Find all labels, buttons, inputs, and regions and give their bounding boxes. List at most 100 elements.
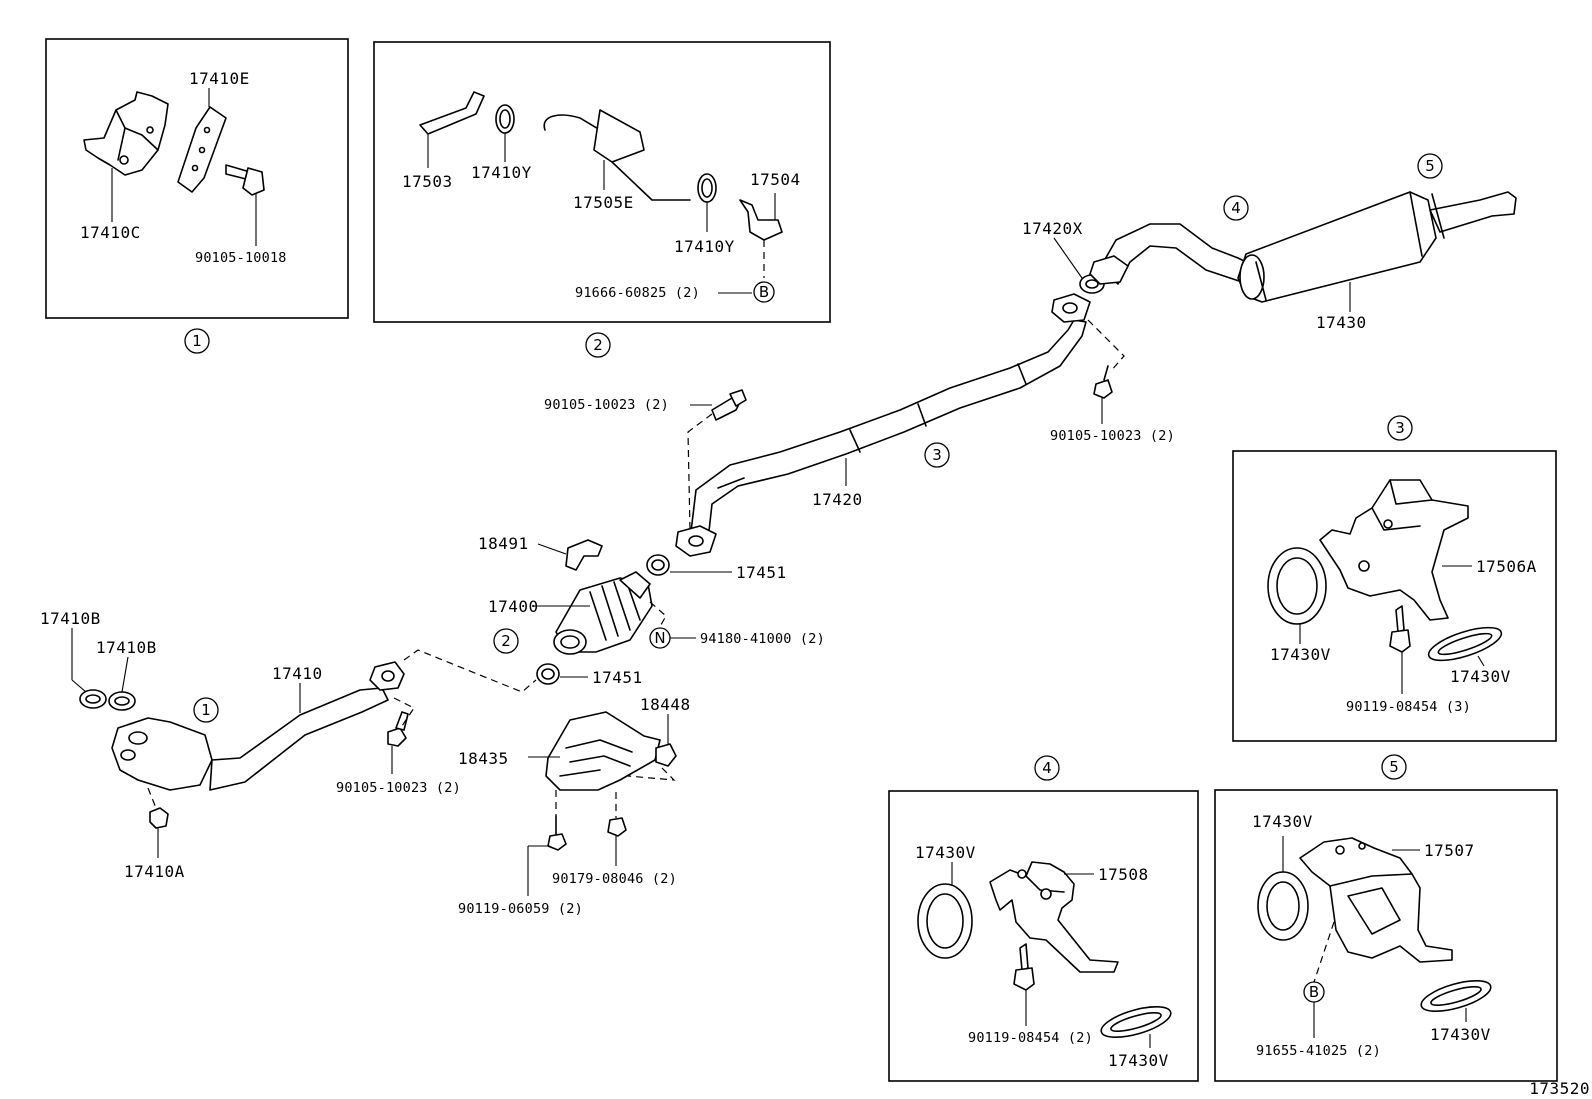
label-17430V-4b: 17430V (1108, 1051, 1169, 1070)
front-pipe-17410 (111, 661, 405, 791)
ring-17430V-3b (1427, 626, 1503, 662)
bracket-17410C (83, 91, 169, 176)
svg-text:2: 2 (593, 336, 603, 354)
gasket-17420X (1079, 274, 1105, 294)
ring-17430V-5b (1420, 979, 1492, 1013)
svg-text:1: 1 (201, 701, 211, 719)
svg-text:2: 2 (501, 632, 511, 650)
gasket-17410E (177, 106, 227, 193)
bracket-17507 (1299, 837, 1453, 963)
inset-box-3 (1232, 450, 1557, 742)
bolt-90105-10023-left (387, 711, 409, 747)
label-17506A: 17506A (1476, 557, 1537, 576)
label-17400: 17400 (488, 597, 539, 616)
bracket-17503 (419, 91, 485, 135)
label-17508: 17508 (1098, 865, 1149, 884)
label-17410A: 17410A (124, 862, 185, 881)
location-marker-1: 1 (193, 697, 219, 723)
svg-text:1: 1 (192, 332, 202, 350)
inset-marker-5: 5 (1381, 754, 1407, 780)
svg-text:4: 4 (1231, 199, 1241, 217)
ring-17410Y-a (495, 104, 515, 134)
label-17503: 17503 (402, 172, 453, 191)
hanger-17505E (543, 109, 691, 201)
label-90119-08454-2: 90119-08454 (2) (968, 1030, 1093, 1046)
label-90105-10023-top: 90105-10023 (2) (544, 397, 669, 413)
inset-box-2 (373, 41, 831, 323)
label-17451-b: 17451 (592, 668, 643, 687)
label-17410: 17410 (272, 664, 323, 683)
insulator-18491 (565, 539, 603, 571)
marker-B-inset5: B (1303, 981, 1325, 1003)
label-17504: 17504 (750, 170, 801, 189)
bracket-17508 (989, 861, 1119, 973)
label-18448: 18448 (640, 695, 691, 714)
label-17410B-b: 17410B (96, 638, 157, 657)
bolt-90119-08454-3 (1389, 605, 1411, 653)
label-17420X: 17420X (1022, 219, 1083, 238)
label-17430V-3b: 17430V (1450, 667, 1511, 686)
label-17410B-a: 17410B (40, 609, 101, 628)
bracket-17506A (1319, 479, 1469, 621)
label-17410Y-a: 17410Y (471, 163, 532, 182)
svg-text:5: 5 (1389, 758, 1399, 776)
ring-17430V-3a (1267, 547, 1327, 625)
label-90119-06059: 90119-06059 (2) (458, 901, 583, 917)
gasket-17451-b (536, 663, 560, 685)
bolt-90105-10023-top (711, 389, 747, 421)
bracket-17504 (739, 199, 783, 241)
gasket-17410B-b (108, 691, 136, 711)
inset-box-1 (45, 38, 349, 319)
location-marker-3: 3 (924, 442, 950, 468)
inset-marker-1: 1 (184, 328, 210, 354)
svg-text:4: 4 (1042, 759, 1052, 777)
gasket-17410B-a (79, 689, 107, 709)
ring-17430V-4b (1100, 1005, 1172, 1039)
svg-text:B: B (759, 283, 769, 301)
drawing-number: 173520 (1529, 1079, 1590, 1098)
label-90119-08454-3: 90119-08454 (3) (1346, 699, 1471, 715)
label-94180-41000: 94180-41000 (2) (700, 631, 825, 647)
inset-marker-3: 3 (1387, 415, 1413, 441)
label-17451-a: 17451 (736, 563, 787, 582)
bolt-90119-06059 (547, 815, 567, 851)
marker-N: N (649, 627, 671, 649)
label-17410Y-b: 17410Y (674, 237, 735, 256)
location-marker-2: 2 (493, 628, 519, 654)
marker-B-inset2: B (753, 281, 775, 303)
label-17430V-5b: 17430V (1430, 1025, 1491, 1044)
nut-17410A (149, 807, 169, 829)
label-17430: 17430 (1316, 313, 1367, 332)
location-marker-4: 4 (1223, 195, 1249, 221)
bolt-90105-10018 (225, 164, 265, 196)
label-17420: 17420 (812, 490, 863, 509)
svg-text:3: 3 (1395, 419, 1405, 437)
insulator-18435 (545, 711, 661, 791)
clip-18448 (655, 743, 677, 767)
label-17430V-5a: 17430V (1252, 812, 1313, 831)
inset-box-5 (1214, 789, 1558, 1082)
ring-17410Y-b (697, 173, 717, 203)
label-17507: 17507 (1424, 841, 1475, 860)
label-18435: 18435 (458, 749, 509, 768)
svg-text:B: B (1309, 983, 1319, 1001)
catalytic-converter-17400 (553, 571, 653, 655)
bolt-90119-08454-2 (1013, 943, 1035, 991)
label-90105-10023-left: 90105-10023 (2) (336, 780, 461, 796)
nut-90179-08046 (607, 817, 627, 837)
label-17505E: 17505E (573, 193, 634, 212)
label-17410C: 17410C (80, 223, 141, 242)
ring-17430V-5a (1257, 871, 1309, 941)
center-pipe-17420 (675, 293, 1091, 557)
ring-17430V-4a (917, 883, 973, 959)
label-17410E: 17410E (189, 69, 250, 88)
label-17430V-4a: 17430V (915, 843, 976, 862)
label-90105-10023-right: 90105-10023 (2) (1050, 428, 1175, 444)
label-18491: 18491 (478, 534, 529, 553)
label-91655-41025: 91655-41025 (2) (1256, 1043, 1381, 1059)
inset-box-4 (888, 790, 1199, 1082)
bolt-90105-10023-right (1093, 365, 1113, 399)
label-90179-08046: 90179-08046 (2) (552, 871, 677, 887)
inset-marker-2: 2 (585, 332, 611, 358)
